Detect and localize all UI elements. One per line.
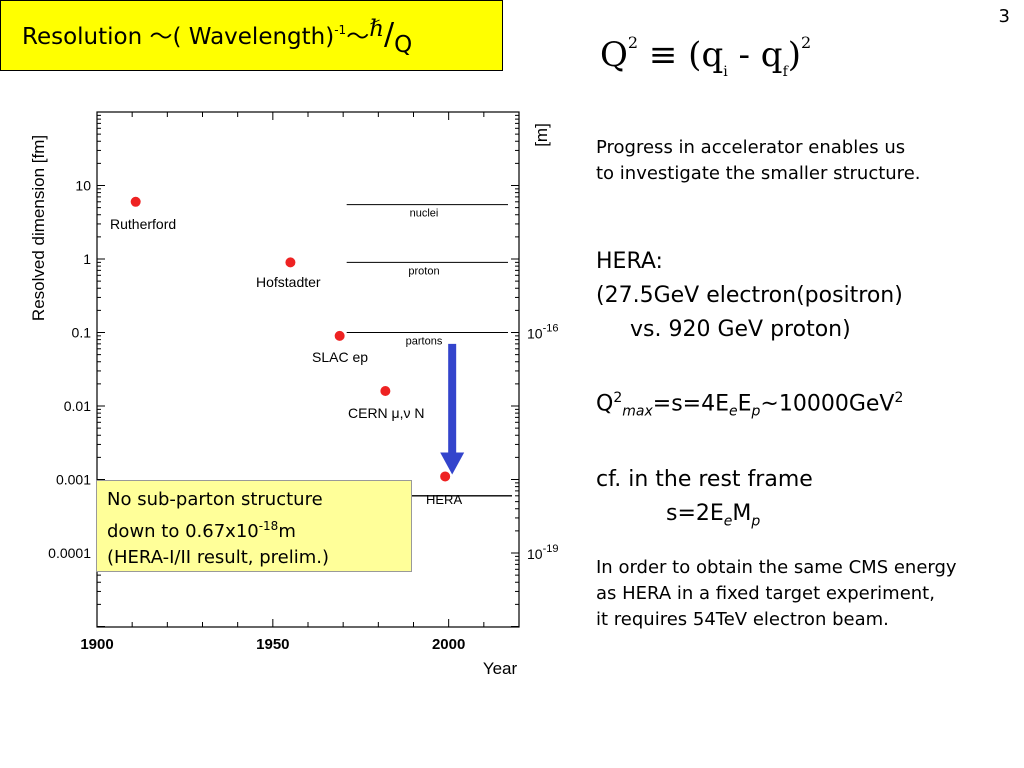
point-label: HERA: [426, 492, 462, 507]
s-e-sub: e: [723, 513, 733, 530]
page-number: 3: [998, 6, 1010, 27]
formula-qi-sub: i: [723, 64, 728, 80]
cms-line-3: it requires 54TeV electron beam.: [596, 609, 889, 630]
formula-lhs: Q: [600, 35, 628, 75]
q2max-line: Q2max=s=4EeEp~10000GeV2: [596, 381, 903, 429]
q2-sup: 2: [613, 390, 623, 406]
title-sim: ～: [346, 24, 370, 50]
cms-line-1: In order to obtain the same CMS energy: [596, 557, 957, 578]
formula-open: (: [688, 35, 702, 75]
progress-text: Progress in accelerator enables us to in…: [596, 135, 920, 187]
formula-minus: -: [727, 35, 761, 75]
data-point: [380, 385, 391, 396]
y-tick-label: 0.1: [72, 325, 92, 341]
formula-lhs-exp: 2: [627, 33, 639, 52]
note-line-2a: down to 0.67x10: [107, 521, 259, 542]
s-line: s=2EeMp: [596, 497, 903, 538]
q2-sub: max: [622, 403, 653, 420]
q2-val: ~10000GeV: [760, 391, 895, 417]
formula-qi: q: [701, 35, 724, 75]
note-line-2-sup: -18: [258, 519, 279, 533]
q2-base: Q: [596, 391, 614, 417]
right-tick-label: 10-16: [527, 323, 558, 342]
level-label: nuclei: [410, 208, 439, 220]
point-label: Hofstadter: [256, 274, 321, 290]
point-label: Rutherford: [110, 216, 176, 232]
point-label: SLAC ep: [312, 349, 368, 365]
note-line-2b: m: [278, 521, 296, 542]
title-box: Resolution ～( Wavelength)-1～ℏ/Q: [0, 0, 503, 71]
formula-close: ): [787, 35, 802, 75]
q2-formula: Q2 ≡ (qi - qf)2: [600, 33, 811, 80]
note-line-3: (HERA-I/II result, prelim.): [107, 547, 329, 568]
result-note-box: No sub-parton structure down to 0.67x10-…: [96, 480, 412, 572]
q2-val-sup: 2: [894, 390, 904, 406]
title-sim-open: ～(: [149, 24, 182, 50]
data-point: [334, 330, 345, 341]
y-tick-label: 10: [75, 178, 91, 194]
x-tick-label: 1950: [256, 636, 289, 653]
progress-line-2: to investigate the smaller structure.: [596, 163, 921, 184]
right-tick-label: 10-19: [527, 543, 558, 562]
formula-rhs-exp: 2: [801, 33, 812, 52]
formula-qf: q: [760, 35, 783, 75]
cf-line: cf. in the rest frame: [596, 466, 813, 492]
formula-equiv: ≡: [638, 35, 689, 75]
s-eq: s=2E: [666, 500, 724, 526]
title-exp: -1: [334, 23, 347, 37]
title-q: Q: [394, 32, 413, 58]
point-label: CERN μ,ν N: [348, 405, 425, 421]
e2: E: [737, 391, 752, 417]
slide-title: Resolution ～( Wavelength)-1～ℏ/Q: [22, 16, 412, 58]
y-tick-label: 0.0001: [48, 545, 91, 561]
data-point: [130, 196, 141, 207]
x-axis-label: Year: [483, 659, 518, 678]
x-tick-label: 2000: [432, 636, 465, 653]
hera-line-1: (27.5GeV electron(positron): [596, 283, 903, 308]
hera-block: HERA: (27.5GeV electron(positron) vs. 92…: [596, 245, 903, 538]
x-tick-label: 1900: [80, 636, 113, 653]
level-label: partons: [406, 336, 443, 348]
y-tick-label: 1: [83, 251, 91, 267]
hera-line-2: vs. 920 GeV proton): [630, 317, 851, 342]
y-tick-label: 0.01: [64, 398, 91, 414]
y-axis-label: Resolved dimension [fm]: [29, 135, 48, 321]
resolution-chart: 1900 1950 2000 10 1 0.1 0.01 0.001 0.0001 10-16 10…: [29, 111, 558, 678]
title-hbar: ℏ: [369, 16, 385, 42]
note-line-1: No sub-parton structure: [107, 489, 323, 510]
hera-heading: HERA:: [596, 249, 663, 274]
cms-line-2: as HERA in a fixed target experiment,: [596, 583, 935, 604]
right-axis-label: [m]: [532, 123, 551, 147]
title-slash: /: [384, 17, 395, 52]
e-sub: e: [729, 403, 738, 420]
cms-text: In order to obtain the same CMS energy a…: [596, 555, 957, 633]
note-line-2: down to 0.67x10-18m: [107, 513, 401, 545]
title-wavelength: Wavelength): [188, 24, 335, 50]
title-resolution: Resolution: [22, 24, 143, 50]
data-point: [285, 257, 296, 268]
formula-qf-sub: f: [782, 64, 788, 80]
p-sub: p: [751, 403, 761, 420]
progress-line-1: Progress in accelerator enables us: [596, 137, 906, 158]
level-label: proton: [408, 265, 439, 277]
data-point: [440, 471, 451, 482]
y-tick-label: 0.001: [56, 472, 91, 488]
s-p-sub: p: [751, 513, 761, 530]
q2-eq: =s=4E: [652, 391, 729, 417]
s-m: M: [732, 500, 752, 526]
down-arrow-head: [440, 452, 465, 475]
